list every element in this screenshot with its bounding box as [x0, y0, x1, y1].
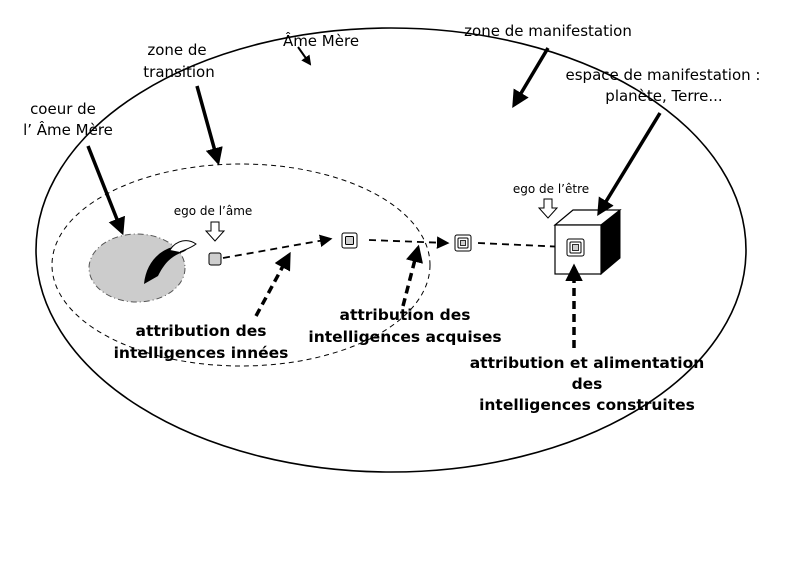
pointer-coeur	[86, 145, 125, 236]
flow-arrow-1	[222, 234, 333, 259]
manifestation-zone-ellipse	[35, 27, 747, 473]
label-attribution-construites-2: des	[572, 375, 603, 393]
soul-emergence-outline	[169, 240, 197, 253]
ego-ame-node	[208, 252, 222, 266]
heart-ame-mere-ellipse	[88, 233, 186, 303]
label-attribution-acquises-1: attribution des	[339, 306, 470, 324]
label-attribution-construites-1: attribution et alimentation	[470, 354, 705, 372]
transition-zone-ellipse	[51, 163, 431, 367]
label-espace-manifestation-1: espace de manifestation :	[566, 66, 761, 84]
label-espace-manifestation-2: planète, Terre...	[605, 87, 722, 105]
pointer-zone-transition	[195, 85, 223, 166]
label-attribution-construites-3: intelligences construites	[479, 396, 695, 414]
acquired-node-inner	[345, 236, 354, 245]
soul-emergence-shape	[144, 245, 188, 284]
label-attribution-innees-1: attribution des	[135, 322, 266, 340]
pointer-ame-mere	[297, 46, 312, 66]
third-node-inner	[460, 240, 466, 246]
ego-ame-hollow-arrow	[204, 221, 226, 242]
label-ego-etre: ego de l’être	[513, 182, 589, 196]
label-attribution-acquises-2: intelligences acquises	[308, 328, 501, 346]
attribution-acquises-arrow	[401, 244, 423, 307]
pointer-espace-manifestation	[597, 112, 662, 216]
label-ego-ame: ego de l’âme	[174, 204, 253, 218]
label-zone-manifestation: zone de manifestation	[464, 22, 632, 40]
label-zone-transition-2: transition	[143, 63, 214, 81]
attribution-innees-arrow	[254, 251, 291, 317]
label-coeur-2: l’ Âme Mère	[23, 120, 113, 139]
ego-etre-hollow-arrow	[537, 198, 559, 219]
cube-node-inner	[572, 244, 579, 251]
label-coeur-1: coeur de	[30, 100, 96, 118]
label-ame-mere: Âme Mère	[283, 31, 359, 50]
flow-arrow-2	[368, 236, 450, 249]
pointer-zone-manifestation	[512, 47, 550, 109]
label-zone-transition-1: zone de	[147, 41, 206, 59]
label-attribution-innees-2: intelligences innées	[114, 344, 289, 362]
flow-arrow-3	[477, 242, 566, 248]
